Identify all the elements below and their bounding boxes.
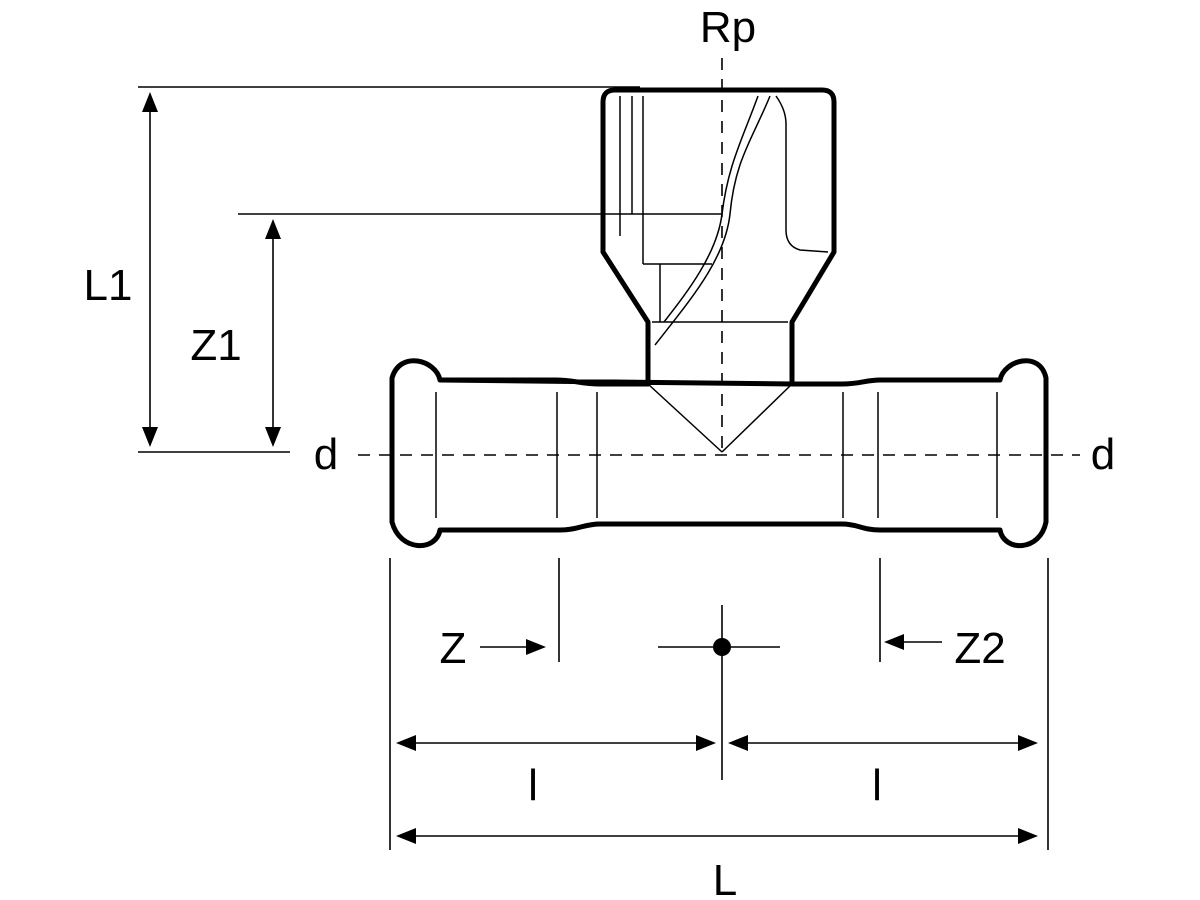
hex-flat-line [775, 95, 829, 253]
center-lines [358, 58, 1080, 780]
label-l1: L1 [84, 261, 133, 310]
arrow-left-icon [728, 735, 748, 751]
arrow-right-icon [696, 735, 716, 751]
label-z1: Z1 [190, 321, 241, 370]
label-l-left: l [528, 761, 538, 810]
branch-outline [600, 87, 837, 387]
arrow-left-icon [396, 828, 416, 844]
label-l-right: l [872, 761, 882, 810]
arrow-left-icon [884, 634, 904, 650]
arrow-right-icon [1018, 735, 1038, 751]
label-l-total: L [713, 856, 737, 900]
arrow-up-icon [142, 92, 158, 112]
label-d-right: d [1091, 430, 1115, 479]
fitting-outline [389, 87, 1049, 548]
arrow-down-icon [142, 427, 158, 447]
center-point [713, 638, 731, 656]
fitting-details [435, 95, 998, 518]
thread-break-line [654, 95, 771, 346]
branch-cone-line [647, 383, 723, 453]
label-rp: Rp [700, 3, 756, 52]
arrow-right-icon [1018, 828, 1038, 844]
dimensions [138, 86, 1049, 850]
thread-break-line [663, 95, 759, 323]
labels: Rp L1 Z1 d d Z Z2 l l L [84, 3, 1116, 900]
arrow-right-icon [526, 639, 546, 655]
branch-cone-line [721, 383, 793, 453]
arrow-down-icon [265, 427, 281, 447]
label-z: Z [440, 624, 467, 673]
tube-outline [389, 358, 1049, 548]
label-z2: Z2 [954, 624, 1005, 673]
label-d-left: d [314, 430, 338, 479]
arrow-up-icon [265, 219, 281, 239]
arrow-left-icon [396, 735, 416, 751]
